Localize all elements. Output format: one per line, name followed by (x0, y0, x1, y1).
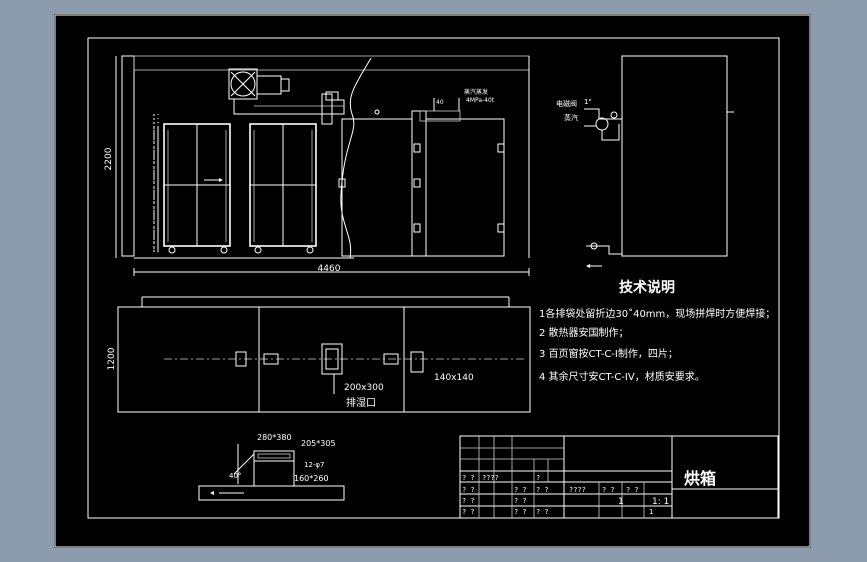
dim-elbow: 40° (229, 472, 241, 480)
drawing-sheet: 2200 4460 蒸汽蒸发 4MPa-40t 40 电磁阀 1" 蒸汽 (54, 14, 811, 548)
title-mid-label-1: ???? (482, 474, 499, 482)
break-line (340, 57, 372, 259)
elevation-view (115, 55, 530, 276)
side-view (584, 55, 734, 268)
title-col-small-2: ? ? (536, 486, 549, 494)
title-mid-label-2: ? ? (514, 486, 527, 494)
technical-notes: 技术说明 1各排袋处留折边30˚40mm，现场拼焊时方便焊接； 2 散热器安国制… (539, 279, 775, 383)
drawing-name: 烘箱 (684, 469, 716, 488)
note-line-2: 2 散热器安国制作； (539, 326, 629, 339)
title-header-cell-1: ???? (569, 486, 586, 494)
label-valve: 电磁阀 (556, 99, 577, 108)
title-row-label-4: ? ? (462, 474, 475, 482)
oven-cabinet (338, 98, 505, 257)
dim-height-elevation: 2200 (104, 147, 114, 170)
dim-200x300: 200x300 (344, 383, 384, 393)
notes-title: 技术说明 (619, 279, 675, 296)
label-dehumid-port: 排湿口 (346, 396, 376, 409)
detail-view (198, 444, 345, 501)
inner-frame (87, 37, 780, 519)
title-sheet-no: 1 (649, 508, 653, 516)
dim-160x260: 160*260 (294, 474, 329, 483)
title-header-cell-2: ? ? (602, 486, 615, 494)
label-dim-40: 40 (436, 99, 444, 106)
dim-280x380: 280*380 (257, 433, 292, 442)
dim-height-plan: 1200 (107, 347, 117, 370)
note-line-1: 1各排袋处留折边30˚40mm，现场拼焊时方便焊接； (539, 307, 775, 320)
cad-drawing: 2200 4460 蒸汽蒸发 4MPa-40t 40 电磁阀 1" 蒸汽 (54, 14, 811, 548)
drying-cart-1 (163, 123, 231, 254)
note-line-4: 4 其余尺寸安CT-C-IV，材质安要求。 (539, 370, 705, 383)
title-col-small-1: ? (536, 474, 540, 482)
title-col-small-3: ? ? (536, 508, 549, 516)
plan-view (117, 296, 531, 413)
drying-cart-2 (249, 123, 317, 254)
label-pipe: 4MPa-40t (466, 97, 495, 104)
label-steam-top: 蒸汽蒸发 (464, 88, 488, 96)
title-row-label-1: ? ? (462, 486, 475, 494)
title-block (459, 435, 779, 519)
title-row-label-3: ? ? (462, 508, 475, 516)
label-steam: 蒸汽 (564, 113, 578, 122)
dim-140x140: 140x140 (434, 373, 474, 383)
dim-width-elevation: 4460 (318, 264, 341, 274)
note-line-3: 3 百页窗按CT-C-I制作，四片； (539, 347, 678, 360)
title-mid-label-4: ? ? (514, 508, 527, 516)
dim-205x305: 205*305 (301, 439, 336, 448)
title-header-cell-3: ? ? (626, 486, 639, 494)
label-valve-note: 1" (584, 98, 592, 106)
title-mid-label-3: ? ? (514, 497, 527, 505)
outer-border (54, 14, 811, 548)
title-sheet-count: 1 (618, 497, 624, 507)
title-scale: 1: 1 (652, 497, 669, 507)
title-row-label-2: ? ? (462, 497, 475, 505)
dim-12-holes: 12-φ7 (304, 461, 325, 469)
